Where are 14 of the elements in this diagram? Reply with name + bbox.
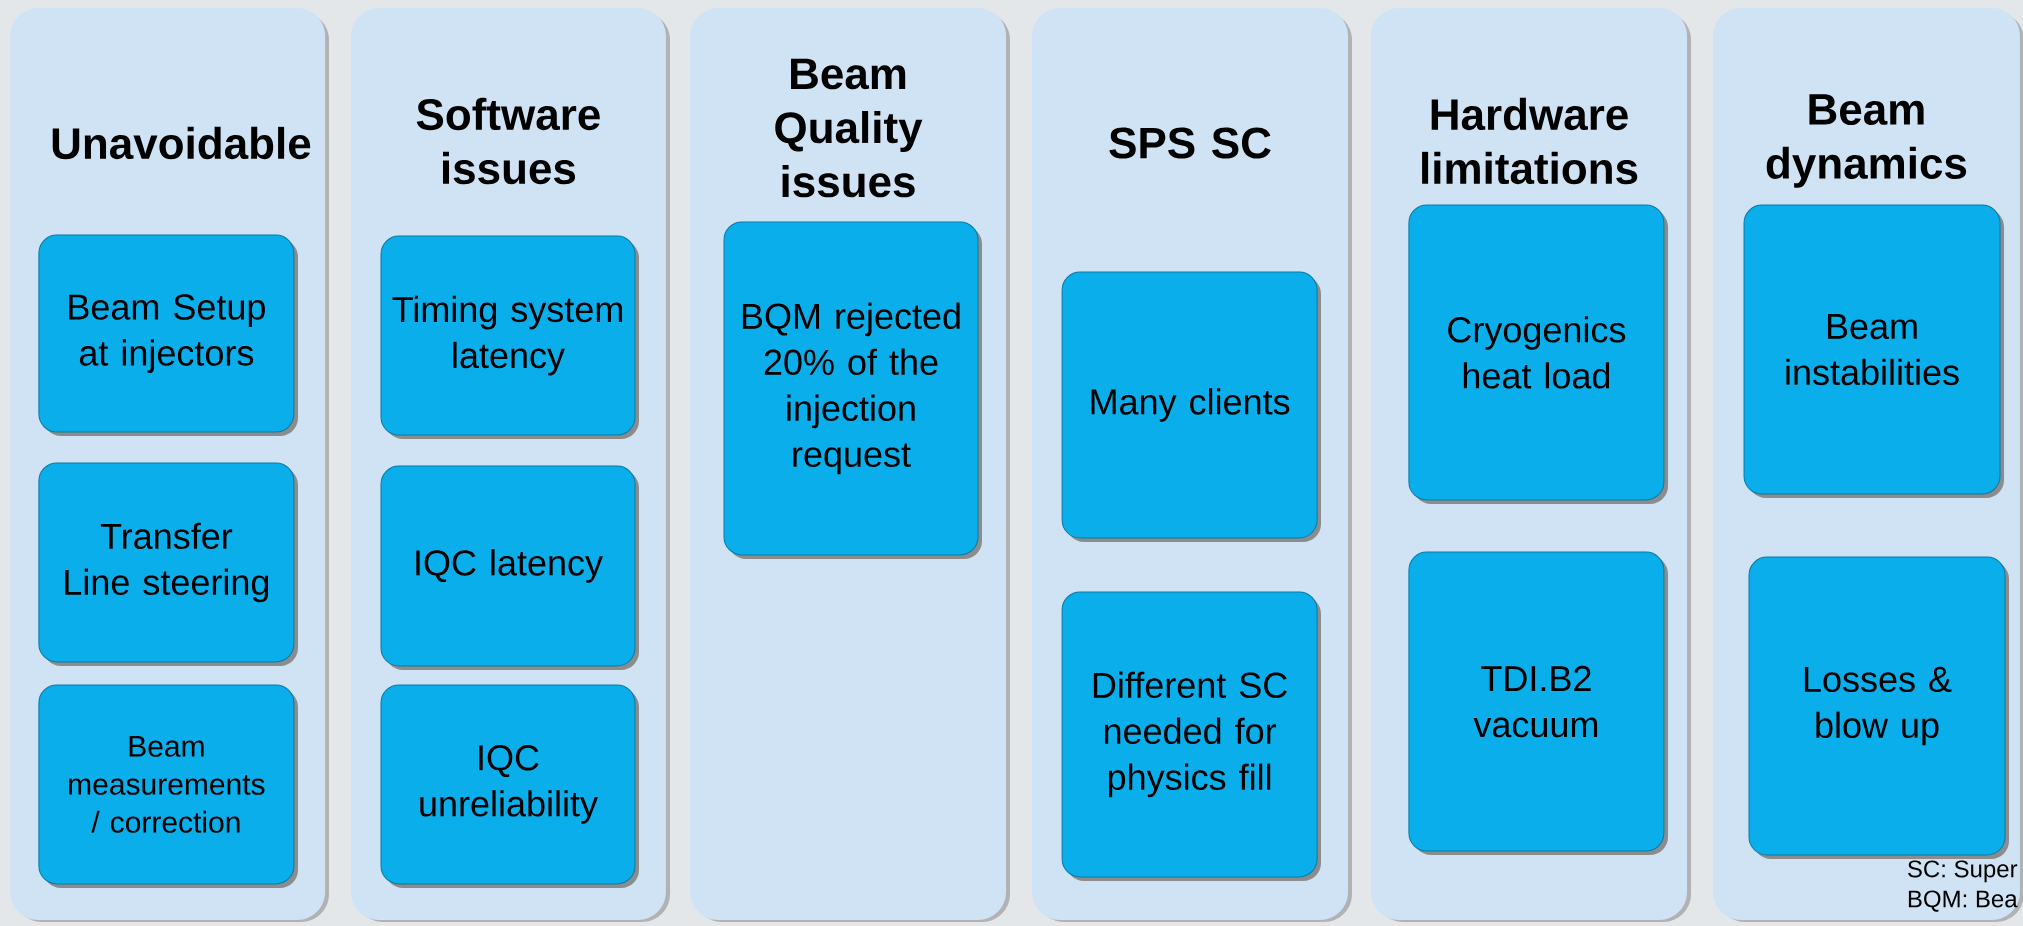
issue-box: BQM rejected 20% of the injection request (723, 221, 982, 559)
issue-box: Timing system latency (380, 235, 639, 439)
issue-box: Transfer Line steering (38, 462, 298, 666)
issue-box: Many clients (1061, 271, 1321, 542)
issue-box: IQC unreliability (380, 684, 639, 888)
issue-box: Beam Setup at injectors (38, 234, 298, 436)
issue-box: Cryogenics heat load (1408, 204, 1668, 504)
issue-box: Beam instabilities (1743, 204, 2005, 498)
issue-box: Beam measurements / correction (38, 684, 298, 888)
issue-box: Different SC needed for physics fill (1061, 591, 1321, 881)
issue-box: IQC latency (380, 465, 639, 670)
footnote: BQM: Bea (1908, 890, 2018, 912)
issue-box: TDI.B2 vacuum (1408, 551, 1668, 855)
issue-box: Losses & blow up (1748, 556, 2010, 859)
